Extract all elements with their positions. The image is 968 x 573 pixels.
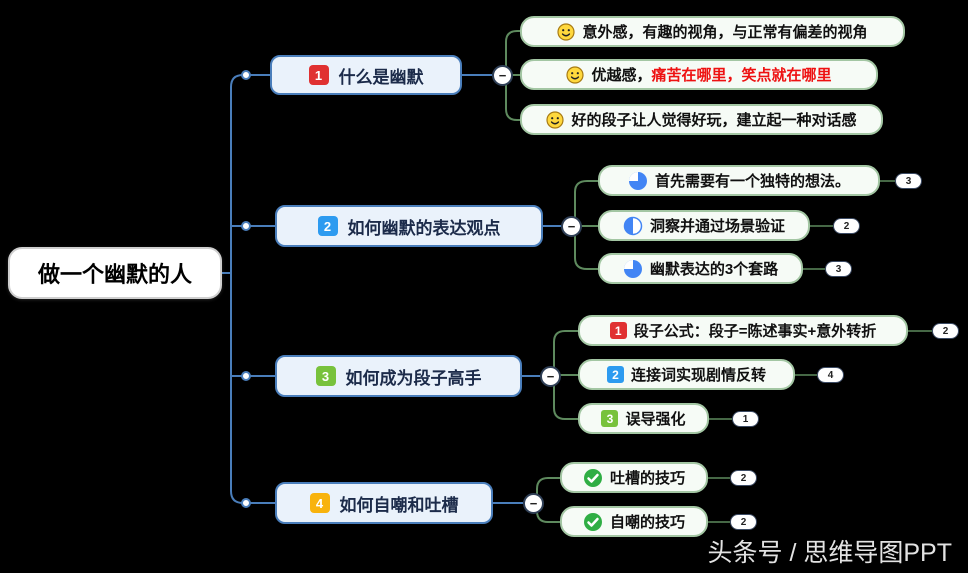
subtopic-1-3-label: 好的段子让人觉得好玩，建立起一种对话感 xyxy=(571,112,857,129)
subtopic-3-1-label: 段子公式：段子=陈述事实+意外转折 xyxy=(633,323,877,340)
collapsed-count-badge[interactable]: 2 xyxy=(730,514,757,530)
number-2-badge: 2 xyxy=(606,366,624,383)
subtopic-4-1-label: 吐槽的技巧 xyxy=(609,470,685,487)
number-4-badge: 4 xyxy=(309,493,330,513)
root-topic[interactable]: 做一个幽默的人 xyxy=(8,247,222,299)
collapsed-count-badge[interactable]: 3 xyxy=(825,261,852,277)
subtopic-3-3-label: 误导强化 xyxy=(625,411,686,428)
minus-icon: − xyxy=(567,219,576,234)
collapsed-count-badge[interactable]: 2 xyxy=(932,323,959,339)
collapse-button-branch-3[interactable]: − xyxy=(540,366,561,387)
subtopic-2-1-label: 首先需要有一个独特的想法。 xyxy=(654,173,850,190)
number-2-badge: 2 xyxy=(317,216,338,236)
pie-three-quarter-icon xyxy=(628,171,648,191)
collapsed-count-badge[interactable]: 3 xyxy=(895,173,922,189)
smiley-icon xyxy=(546,110,565,129)
subtopic-2-2-label: 洞察并通过场景验证 xyxy=(649,218,785,235)
root-topic-label: 做一个幽默的人 xyxy=(37,262,192,287)
collapsed-count-badge[interactable]: 2 xyxy=(730,470,757,486)
smiley-icon xyxy=(566,65,585,84)
subtopic-1-1[interactable]: 意外感，有趣的视角，与正常有偏差的视角 xyxy=(520,16,905,47)
main-topic-2-label: 如何幽默的表达观点 xyxy=(347,218,501,238)
subtopic-2-2[interactable]: 洞察并通过场景验证 xyxy=(598,210,810,241)
minus-icon: − xyxy=(498,68,507,83)
main-topic-1-label: 什么是幽默 xyxy=(338,67,424,87)
check-icon xyxy=(583,468,603,488)
collapse-button-branch-4[interactable]: − xyxy=(523,493,544,514)
main-topic-3-label: 如何成为段子高手 xyxy=(345,368,482,388)
collapsed-count-badge[interactable]: 4 xyxy=(817,367,844,383)
main-topic-4[interactable]: 4 如何自嘲和吐槽 xyxy=(275,482,493,524)
pie-half-icon xyxy=(623,216,643,236)
subtopic-2-1[interactable]: 首先需要有一个独特的想法。 xyxy=(598,165,880,196)
subtopic-3-2-label: 连接词实现剧情反转 xyxy=(630,367,766,384)
number-1-badge: 1 xyxy=(609,322,627,339)
minus-icon: − xyxy=(546,369,555,384)
subtopic-1-2[interactable]: 优越感，痛苦在哪里，笑点就在哪里 xyxy=(520,59,878,90)
number-1-badge: 1 xyxy=(308,65,329,85)
pie-three-quarter-icon xyxy=(623,259,643,279)
watermark-credit: 头条号 / 思维导图PPT xyxy=(707,539,952,567)
main-topic-3[interactable]: 3 如何成为段子高手 xyxy=(275,355,522,397)
subtopic-1-2-label: 优越感， xyxy=(591,67,652,84)
subtopic-3-2[interactable]: 2 连接词实现剧情反转 xyxy=(578,359,795,390)
main-topic-1[interactable]: 1 什么是幽默 xyxy=(270,55,462,95)
subtopic-1-3[interactable]: 好的段子让人觉得好玩，建立起一种对话感 xyxy=(520,104,883,135)
collapsed-count-badge[interactable]: 1 xyxy=(732,411,759,427)
subtopic-2-3[interactable]: 幽默表达的3个套路 xyxy=(598,253,803,284)
subtopic-1-2-highlight: 痛苦在哪里，笑点就在哪里 xyxy=(651,67,832,84)
subtopic-2-3-label: 幽默表达的3个套路 xyxy=(649,261,779,278)
main-topic-4-label: 如何自嘲和吐槽 xyxy=(339,495,459,515)
smiley-icon xyxy=(557,22,576,41)
main-topic-2[interactable]: 2 如何幽默的表达观点 xyxy=(275,205,543,247)
check-icon xyxy=(583,512,603,532)
collapsed-count-badge[interactable]: 2 xyxy=(833,218,860,234)
subtopic-3-3[interactable]: 3 误导强化 xyxy=(578,403,709,434)
subtopic-3-1[interactable]: 1 段子公式：段子=陈述事实+意外转折 xyxy=(578,315,908,346)
collapse-button-branch-2[interactable]: − xyxy=(561,216,582,237)
minus-icon: − xyxy=(529,496,538,511)
subtopic-4-1[interactable]: 吐槽的技巧 xyxy=(560,462,708,493)
subtopic-4-2[interactable]: 自嘲的技巧 xyxy=(560,506,708,537)
collapse-button-branch-1[interactable]: − xyxy=(492,65,513,86)
number-3-badge: 3 xyxy=(601,410,619,427)
subtopic-1-1-label: 意外感，有趣的视角，与正常有偏差的视角 xyxy=(582,24,868,41)
subtopic-4-2-label: 自嘲的技巧 xyxy=(609,514,685,531)
number-3-badge: 3 xyxy=(315,366,336,386)
